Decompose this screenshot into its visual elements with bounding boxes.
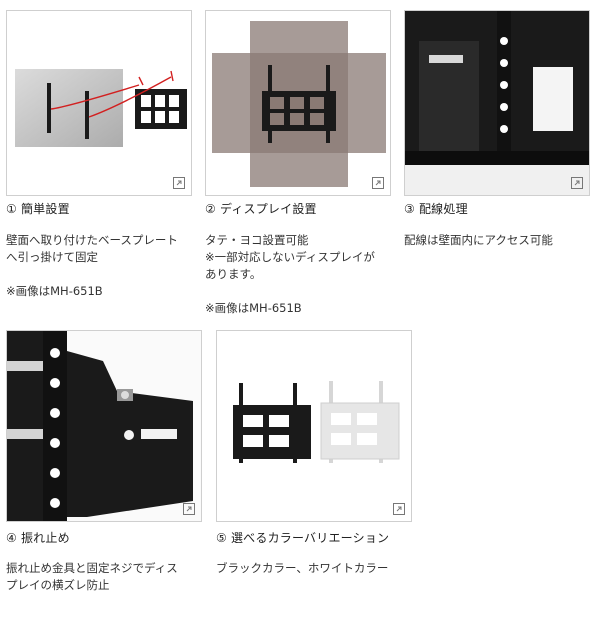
description-line: ブラックカラー、ホワイトカラー [216,561,389,575]
feature-description: タテ・ヨコ設置可能 ※一部対応しないディスプレイが あります。 ※画像はMH-6… [205,232,375,317]
expand-icon[interactable] [173,177,185,189]
feature-title: ④ 振れ止め [6,531,70,545]
feature-title: ③ 配線処理 [404,202,468,216]
product-image-color-variation[interactable] [216,330,412,522]
description-line: ※一部対応しないディスプレイが [205,250,375,264]
feature-title: ① 簡単設置 [6,202,70,216]
feature-description: ブラックカラー、ホワイトカラー [216,560,388,577]
orientation-illustration [212,21,386,187]
feature-description: 振れ止め金具と固定ネジでディス プレイの横ズレ防止 [6,560,178,594]
feature-title: ⑤ 選べるカラーバリエーション [216,531,390,545]
bracket-closeup-illustration [405,11,589,195]
product-image-easy-install[interactable] [6,10,192,196]
description-line: タテ・ヨコ設置可能 [205,233,309,247]
wall-plate-illustration [15,69,187,147]
feature-description: 壁面へ取り付けたベースプレート へ引っ掛けて固定 ※画像はMH-651B [6,232,178,300]
expand-icon[interactable] [571,177,583,189]
expand-icon[interactable] [372,177,384,189]
color-variation-illustration [233,381,400,463]
product-image-display-install[interactable] [205,10,391,196]
description-line: プレイの横ズレ防止 [6,578,110,592]
description-line: 配線は壁面内にアクセス可能 [404,233,553,247]
description-line: へ引っ掛けて固定 [6,250,98,264]
description-line: ※画像はMH-651B [6,284,103,298]
sway-stopper-illustration [7,331,201,521]
description-line: ※画像はMH-651B [205,301,302,315]
description-line: 振れ止め金具と固定ネジでディス [6,561,178,575]
description-line: 壁面へ取り付けたベースプレート [6,233,178,247]
product-image-wiring[interactable] [404,10,590,196]
expand-icon[interactable] [183,503,195,515]
description-line: あります。 [205,267,262,281]
product-image-anti-sway[interactable] [6,330,202,522]
feature-description: 配線は壁面内にアクセス可能 [404,232,553,249]
feature-title: ② ディスプレイ設置 [205,202,317,216]
expand-icon[interactable] [393,503,405,515]
